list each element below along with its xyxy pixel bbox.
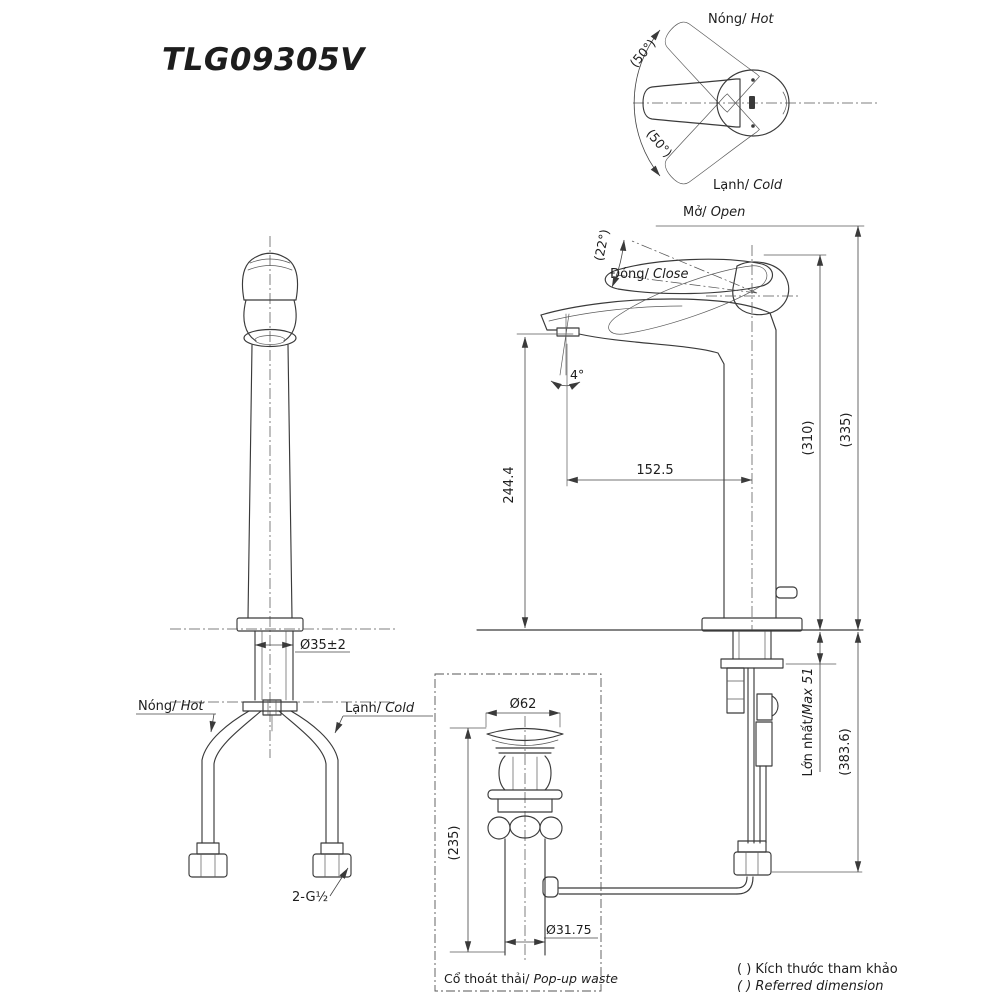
popup-waste-detail: Ø62 (235) Ø31.75 Cổ thoát thải/ Pop-up w…	[434, 673, 618, 992]
dim-cap-diameter: Ø62	[510, 697, 537, 712]
dim-below-deck: (383.6)	[838, 728, 853, 775]
dim-spout-angle: 4°	[570, 367, 584, 382]
reference-notes: ( ) Kích thước tham khảo ( ) Referred di…	[737, 962, 898, 994]
popup-waste-caption: Cổ thoát thải/ Pop-up waste	[444, 971, 618, 986]
handle-screw-dot-top	[751, 78, 755, 82]
dim-max-deck-thickness: Lớn nhất/Max 51	[801, 667, 816, 776]
dim-spout-height: 244.4	[502, 466, 517, 503]
drawing-title: TLG09305V	[162, 42, 367, 78]
dim-handle-angle: (22°)	[591, 228, 612, 262]
label-cold-topview: Lạnh/ Cold	[713, 178, 783, 193]
dim-height-body: (310)	[801, 421, 816, 456]
handle-screw-dot-bottom	[751, 124, 755, 128]
dim-spout-reach: 152.5	[636, 463, 673, 478]
top-view-handle-rotation: (50°) (50°) Nóng/ Hot Lạnh/ Cold	[627, 11, 878, 195]
dim-height-total: (335)	[839, 413, 854, 448]
label-hot-frontview: Nóng/ Hot	[138, 699, 204, 714]
label-hot-topview: Nóng/ Hot	[708, 12, 774, 27]
label-cold-frontview: Lạnh/ Cold	[345, 701, 415, 716]
label-close: Đóng/ Close	[610, 267, 688, 282]
dim-thread-size: 2-G½	[292, 890, 328, 905]
note-referred-dimension-en: ( ) Referred dimension	[737, 979, 883, 994]
note-referred-dimension-vi: ( ) Kích thước tham khảo	[737, 962, 898, 977]
toto-badge	[749, 96, 755, 109]
side-view-faucet: Mở/ Open Đóng/ Close (22°) 4° 244.4 152.…	[476, 205, 865, 895]
front-view-faucet: Ø35±2 Nóng/ Hot Lạnh/ Cold 2-G½	[136, 236, 433, 905]
dim-shank-diameter: Ø35±2	[300, 638, 346, 653]
label-open: Mở/ Open	[683, 205, 745, 220]
dim-waste-height: (235)	[447, 826, 462, 861]
swing-angle-upper: (50°)	[627, 36, 659, 70]
dim-pipe-diameter: Ø31.75	[546, 922, 592, 937]
